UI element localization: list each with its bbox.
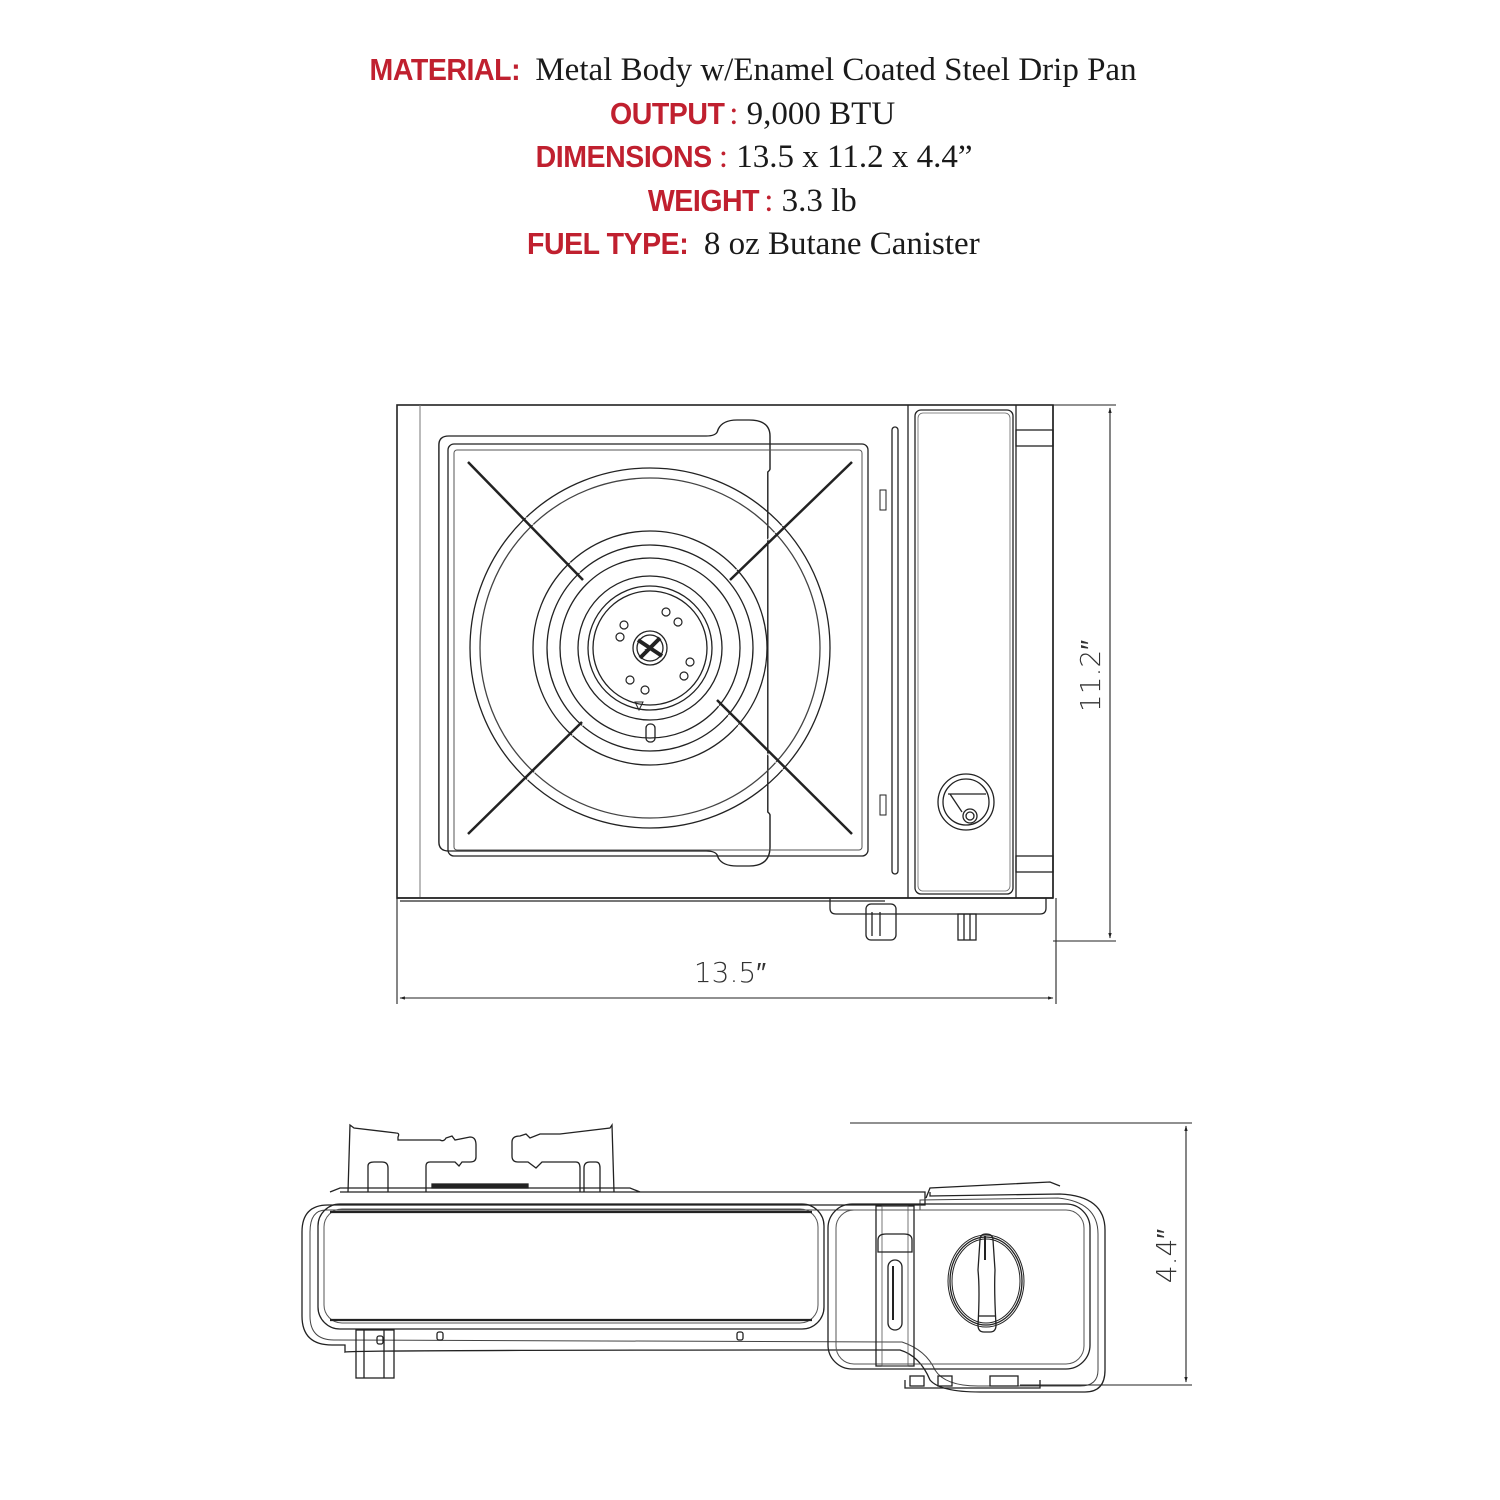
spec-label: MATERIAL: bbox=[369, 52, 521, 87]
spec-value: Metal Body w/Enamel Coated Steel Drip Pa… bbox=[527, 52, 1137, 88]
spec-label: DIMENSIONS bbox=[535, 139, 712, 174]
spec-separator: : bbox=[718, 139, 729, 175]
top-view-drawing: + bbox=[396, 404, 1054, 941]
spec-output: OUTPUT: 9,000 BTU bbox=[0, 92, 1500, 136]
spec-separator: : bbox=[729, 95, 739, 132]
spec-separator: : bbox=[764, 182, 774, 219]
spec-value: 8 oz Butane Canister bbox=[695, 226, 980, 262]
spec-label: WEIGHT bbox=[648, 182, 760, 218]
spec-label: FUEL TYPE: bbox=[527, 226, 689, 261]
spec-value: 9,000 BTU bbox=[738, 95, 896, 132]
specifications-block: MATERIAL: Metal Body w/Enamel Coated Ste… bbox=[0, 48, 1500, 266]
depth-dimension-label: 11.2″ bbox=[1074, 640, 1107, 712]
spec-value: 3.3 lb bbox=[773, 182, 857, 219]
spec-label: OUTPUT bbox=[609, 95, 725, 131]
side-view-dimensions bbox=[850, 1122, 1192, 1386]
svg-text:+: + bbox=[644, 643, 652, 658]
spec-material: MATERIAL: Metal Body w/Enamel Coated Ste… bbox=[0, 48, 1500, 92]
spec-value: 13.5 x 11.2 x 4.4” bbox=[728, 139, 973, 175]
spec-fuel-type: FUEL TYPE: 8 oz Butane Canister bbox=[0, 222, 1500, 266]
side-view-drawing bbox=[301, 1122, 1106, 1393]
top-view-dimensions bbox=[396, 404, 1116, 1004]
spec-weight: WEIGHT: 3.3 lb bbox=[0, 179, 1500, 223]
spec-dimensions: DIMENSIONS: 13.5 x 11.2 x 4.4” bbox=[0, 135, 1500, 179]
height-dimension-label: 4.4″ bbox=[1150, 1229, 1183, 1284]
width-dimension-label: 13.5″ bbox=[694, 956, 766, 989]
